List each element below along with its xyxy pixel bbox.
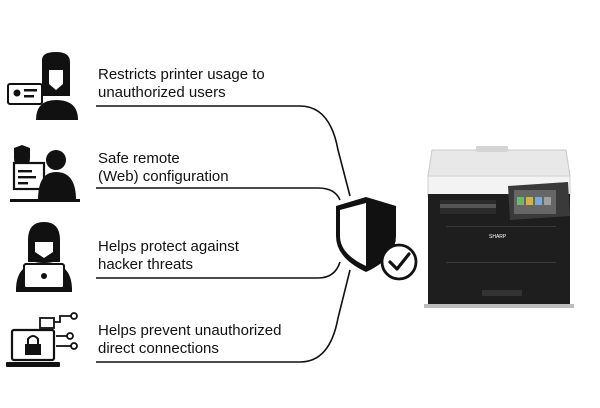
locked-laptop-network-icon — [6, 312, 78, 367]
connector-line-2 — [96, 187, 341, 201]
connector-line-1 — [96, 105, 351, 197]
multifunction-printer-image — [424, 146, 574, 308]
shield-with-checkmark-icon — [336, 197, 418, 281]
feature-label-4: Helps prevent unauthorized direct connec… — [98, 322, 282, 357]
connector-line-3 — [96, 261, 341, 279]
hacker-with-id-card-icon — [7, 52, 78, 120]
admin-at-desk-shield-icon — [10, 145, 80, 202]
feature-label-3: Helps protect against hacker threats — [98, 238, 239, 273]
printer-brand-logo: SHARP — [489, 234, 507, 240]
hacker-with-laptop-icon — [16, 222, 72, 292]
feature-label-2: Safe remote (Web) configuration — [98, 150, 229, 185]
connector-lines — [96, 105, 351, 363]
connector-line-4 — [96, 269, 351, 363]
feature-label-1: Restricts printer usage to unauthorized … — [98, 66, 265, 101]
